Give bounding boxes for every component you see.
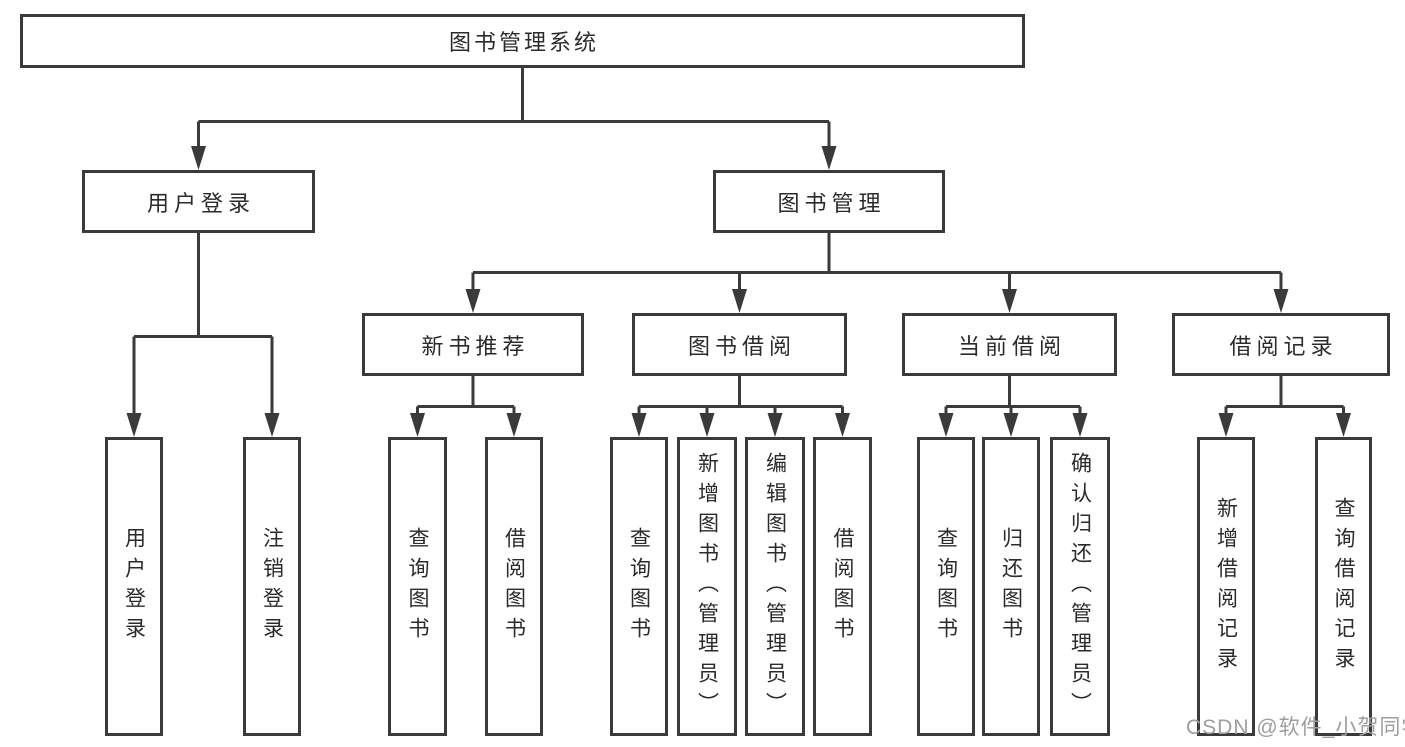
node-new-book-recommend-label: 新书推荐 bbox=[421, 333, 530, 359]
leaf-return-books: 归还图书 bbox=[982, 437, 1040, 736]
leaf-rec-query-books-label: 查询图书 bbox=[406, 526, 429, 647]
leaf-current-query-books-label: 查询图书 bbox=[934, 526, 958, 647]
node-user-login-label: 用户登录 bbox=[146, 190, 255, 216]
leaf-borrow-query-books-label: 查询图书 bbox=[627, 526, 651, 647]
leaf-rec-borrow-books-label: 借阅图书 bbox=[502, 526, 526, 647]
leaf-confirm-return-admin-label: 确认归还（管理员） bbox=[1068, 451, 1092, 722]
leaf-rec-borrow-books: 借阅图书 bbox=[485, 437, 543, 736]
leaf-user-login-label: 用户登录 bbox=[122, 526, 146, 647]
leaf-borrow-books: 借阅图书 bbox=[813, 437, 872, 736]
leaf-confirm-return-admin: 确认归还（管理员） bbox=[1050, 437, 1110, 736]
arrowheads bbox=[126, 146, 1351, 437]
node-new-book-recommend: 新书推荐 bbox=[362, 313, 584, 376]
node-book-management-label: 图书管理 bbox=[777, 190, 886, 216]
node-borrow-records-label: 借阅记录 bbox=[1229, 333, 1338, 359]
leaf-current-query-books: 查询图书 bbox=[917, 437, 975, 736]
leaf-query-borrow-record: 查询借阅记录 bbox=[1315, 437, 1372, 736]
leaf-query-borrow-record-label: 查询借阅记录 bbox=[1332, 496, 1355, 677]
leaf-user-login: 用户登录 bbox=[105, 437, 163, 736]
leaf-borrow-books-label: 借阅图书 bbox=[831, 526, 854, 647]
node-book-management: 图书管理 bbox=[713, 170, 945, 233]
leaf-add-books-admin: 新增图书（管理员） bbox=[677, 437, 737, 736]
leaf-edit-books-admin: 编辑图书（管理员） bbox=[745, 437, 805, 736]
node-user-login: 用户登录 bbox=[82, 170, 315, 233]
node-current-borrow: 当前借阅 bbox=[902, 313, 1117, 376]
leaf-add-borrow-record-label: 新增借阅记录 bbox=[1214, 496, 1238, 677]
leaf-add-borrow-record: 新增借阅记录 bbox=[1197, 437, 1255, 736]
node-root-label: 图书管理系统 bbox=[448, 30, 599, 55]
leaf-edit-books-admin-label: 编辑图书（管理员） bbox=[763, 451, 787, 722]
leaf-return-books-label: 归还图书 bbox=[999, 526, 1023, 647]
node-book-borrow: 图书借阅 bbox=[632, 313, 847, 376]
leaf-borrow-query-books: 查询图书 bbox=[610, 437, 668, 736]
leaf-logout-label: 注销登录 bbox=[260, 526, 284, 647]
node-root: 图书管理系统 bbox=[20, 14, 1025, 68]
leaf-add-books-admin-label: 新增图书（管理员） bbox=[695, 451, 719, 722]
node-current-borrow-label: 当前借阅 bbox=[957, 333, 1066, 359]
csdn-watermark: CSDN @软件_小贺同学 bbox=[1186, 716, 1405, 739]
leaf-rec-query-books: 查询图书 bbox=[388, 437, 447, 736]
leaf-logout: 注销登录 bbox=[243, 437, 301, 736]
node-book-borrow-label: 图书借阅 bbox=[687, 333, 796, 359]
node-borrow-records: 借阅记录 bbox=[1172, 313, 1390, 376]
